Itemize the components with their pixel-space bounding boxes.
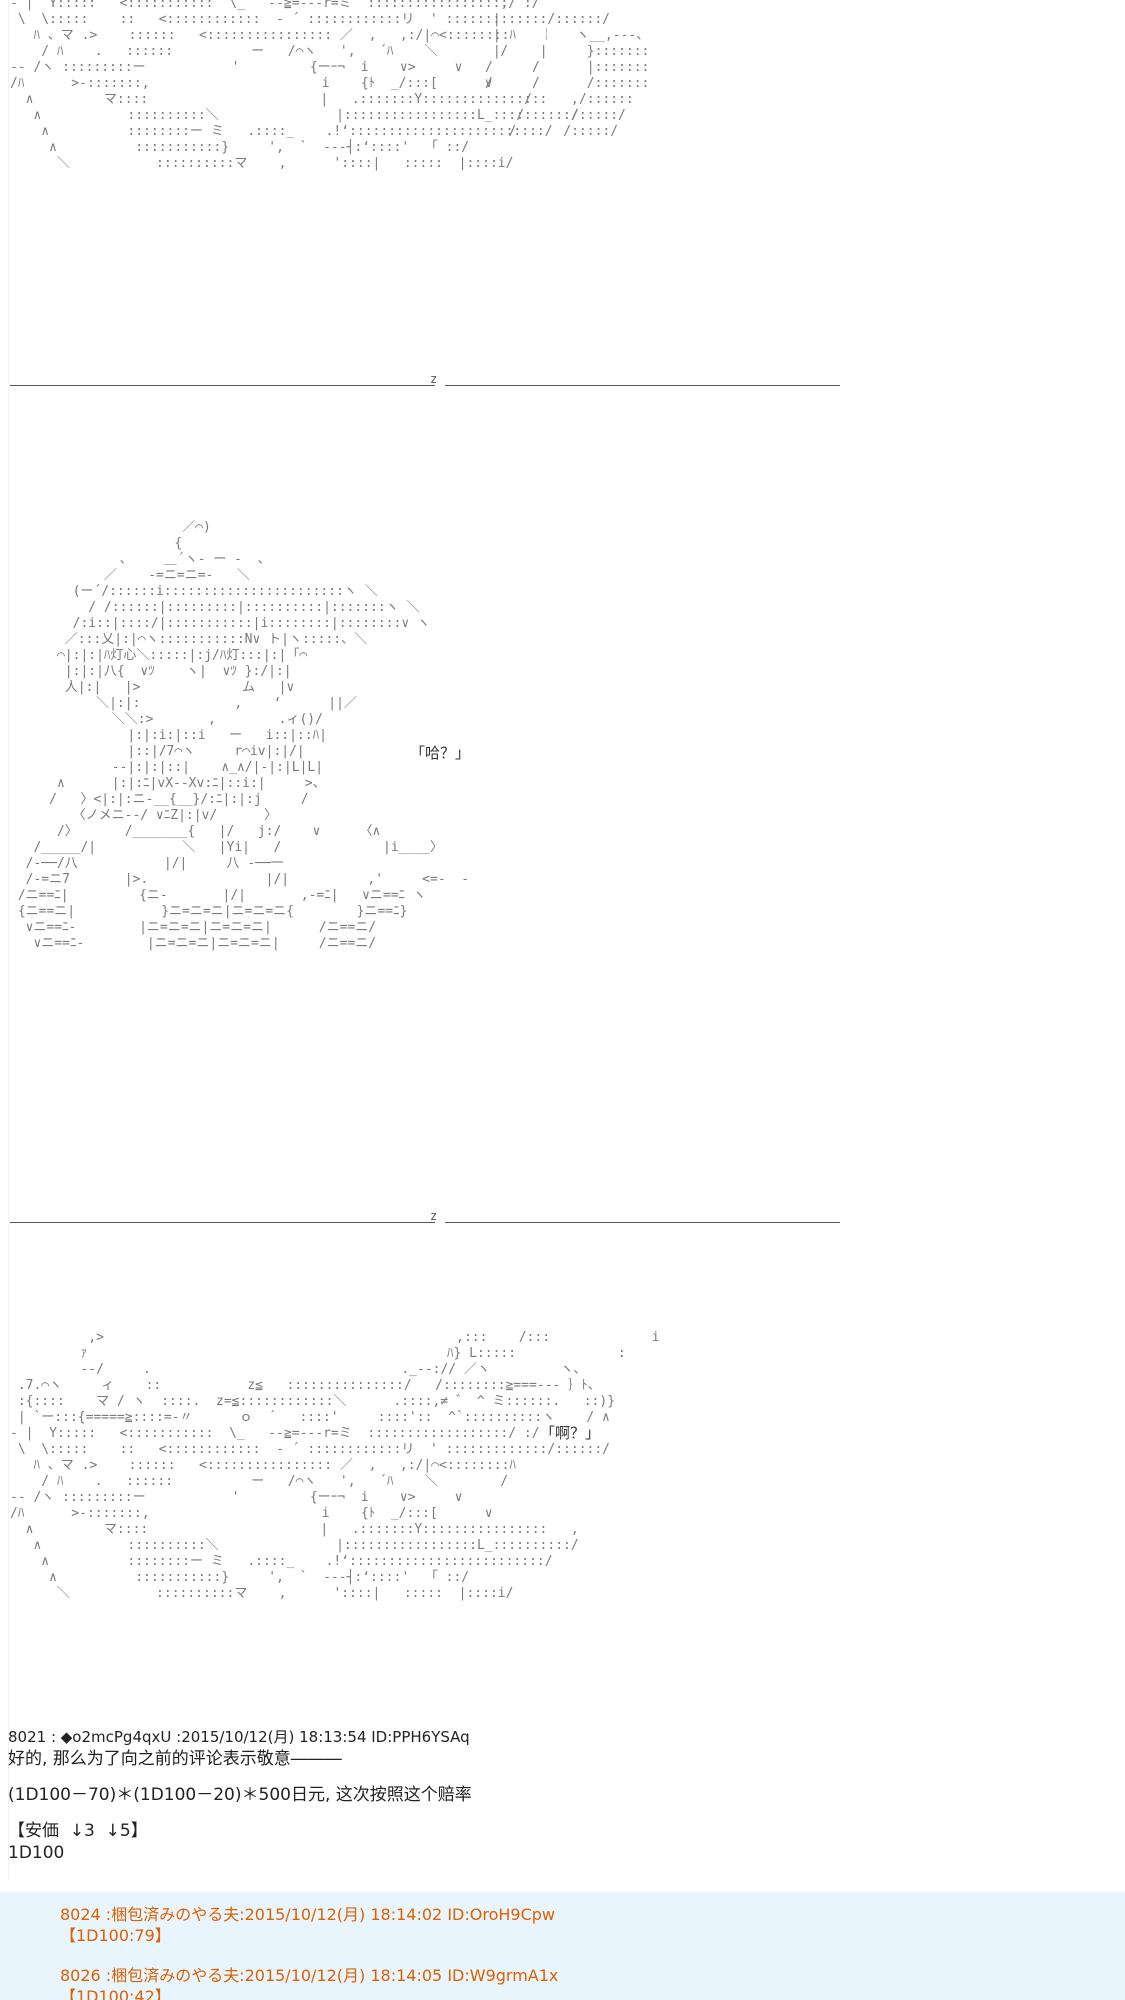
aa-panel-1-line: ∧ :::::::::::} ', ` ---┤:‘::::' 「 ::/	[10, 140, 470, 155]
aa-panel-2-line: ＼＼:> , .ィ()/	[10, 712, 323, 727]
aa-panel-3-line: ｧ ﾊ} L::::: :	[10, 1346, 626, 1361]
separator-mark-2: z	[430, 1209, 438, 1223]
aa-panel-1-right-line: / / |:::::::	[485, 60, 650, 75]
separator-left-2	[10, 1222, 435, 1223]
aa-panel-1-line: ﾊ 、マ .> :::::: <:::::::::::::::: ／ , ,:/…	[10, 28, 516, 43]
aa-panel-2-line: (ー´/::::::i:::::::::::::::::::::::ヽ ＼	[10, 584, 378, 599]
ascii-art-panel-1: - | Y::::: <::::::::::: \_ -‐≧=---r=ミ ::…	[10, 0, 610, 172]
separator-right-2	[445, 1222, 840, 1223]
aa-panel-2-line: 、 ＿´ヽ‐ ー ‐ 、	[10, 552, 271, 567]
aa-panel-3-line: .7.⌒ヽ ィ :: z≦ :::::::::::::::/ /::::::::…	[10, 1378, 601, 1393]
aa-panel-2-line: |:|:|八{ ∨ﾂ ヽ| ∨ﾂ }:/|:|	[10, 664, 292, 679]
separator-right	[445, 385, 840, 386]
aa-panel-2-line: ／⌒)	[10, 520, 211, 535]
post-body: 8021 : ◆o2mcPg4qxU :2015/10/12(月) 18:13:…	[8, 1726, 1118, 1864]
aa-panel-3-line: :{:::: マ / ヽ ::::. z=≦::::::::::::＼ .:::…	[10, 1394, 616, 1409]
aa-panel-1-right-line: / /::::::	[485, 92, 634, 107]
aa-panel-2-line: / 〉<|:|:ニ-__{__}/:ﾆ|:|:j /	[10, 792, 309, 807]
aa-panel-2-line: /-=ニ7 |>. |/| ,' <=- ‐	[10, 872, 470, 887]
post-line-3: 【安価 ↓3 ↓5】	[8, 1821, 148, 1841]
aa-panel-1-right-line: ,	[485, 0, 509, 11]
aa-panel-1-line: -‐ /ヽ :::::::::ー ' {ーｰ¬ i ∨> ∨	[10, 60, 463, 75]
aa-panel-1-line: /ﾊ >‐:::::::, i {ﾄ _/:::[ ∨	[10, 76, 493, 91]
aa-panel-3-line: \ \::::: :: <:::::::::::: - ´ ::::::::::…	[10, 1442, 610, 1457]
aa-panel-1-right-line: | | }:::::::	[485, 44, 650, 59]
aa-panel-3-line: | `ー:::{=====≧::::=‐〃 ｏ ´ ::::' ::::':: …	[10, 1410, 610, 1425]
aa-panel-3-line: ∧ :::::::::::} ', ` ---┤:‘::::' 「 ::/	[10, 1570, 470, 1585]
ascii-art-panel-2: ／⌒) { 、 ＿´ヽ‐ ー ‐ 、 ／ ‐=ニ=ニ=‐ ＼ (ー´/:::::…	[10, 520, 469, 952]
aa-panel-1-line: ∧ マ:::: | .:::::::Y:::::::::::::::: ,	[10, 92, 579, 107]
aa-panel-1-right-line: / / /:::::::	[485, 76, 650, 91]
speech-bubble-1: 「哈？」	[410, 744, 471, 762]
aa-panel-2-line: |::|/7⌒ヽ r⌒iv|:|/|	[10, 744, 305, 759]
aa-panel-2-line: -‐|:|:|::| ∧_∧/|-|:|L|L|	[10, 760, 324, 775]
aa-panel-2-line: |:|:i:|::i ー i::|::ﾊ|	[10, 728, 327, 743]
ascii-art-panel-3: ,> ,::: /::: i ｧ ﾊ} L::::: : -‐/ .	[10, 1330, 660, 1602]
aa-panel-1-line: / ﾊ . :::::: ー /⌒ヽ ', ´ﾊ ＼ /	[10, 44, 509, 59]
aa-panel-1-right-line: | ￤ ヽ__,-‐-、	[485, 28, 650, 43]
aa-panel-2-line: ∧ |:|:ﾆ|vX--Xv:ﾆ|::i:| >、	[10, 776, 326, 791]
aa-panel-2-line: ／ ‐=ニ=ニ=‐ ＼	[10, 568, 250, 583]
aa-panel-1-right-line: |	[485, 12, 501, 27]
aa-panel-3-line: ∧ ::::::::::＼ |:::::::::::::::::L_::::::…	[10, 1538, 579, 1553]
aa-panel-3-line: ＼ ::::::::::マ , '::::| ::::: |::::i/	[10, 1586, 514, 1601]
post-line-1: 好的, 那么为了向之前的评论表示敬意―――	[8, 1749, 342, 1769]
aa-panel-3-line: -‐/ . ._--:// ／ヽ ヽ、	[10, 1362, 587, 1377]
aa-panel-3-line: - | Y::::: <::::::::::: \_ -‐≧=---r=ミ ::…	[10, 1426, 540, 1441]
aa-panel-1-line: ＼ ::::::::::マ , '::::| ::::: |::::i/	[10, 156, 514, 171]
reply-2-body: 【1D100:42】	[60, 1987, 171, 2000]
aa-panel-1-line: ∧ ::::::::ー ミ .::::_ .!‘::::::::::::::::…	[10, 124, 553, 139]
aa-panel-2-line: /‐──/八 |/| 八 ‐──一	[10, 856, 284, 871]
aa-panel-1-right-line: / /:::::/	[485, 124, 619, 139]
aa-panel-1-line: \ \::::: :: <:::::::::::: - ´ ::::::::::…	[10, 12, 610, 27]
aa-panel-2-line: /〉 /_______{ |/ j:/ ∨ 〈∧	[10, 824, 381, 839]
separator-left	[10, 385, 435, 386]
ascii-art-panel-1-right: , | | ￤ ヽ__,-‐-、 | | }:::::::/ / |::::::…	[485, 0, 649, 140]
post-spacer-2	[8, 1806, 1118, 1820]
aa-panel-3-line: ∧ マ:::: | .:::::::Y:::::::::::::::: ,	[10, 1522, 579, 1537]
aa-panel-3-line: ∧ ::::::::ー ミ .::::_ .!‘::::::::::::::::…	[10, 1554, 553, 1569]
reply-1-header: 8024 :梱包済みのやる夫:2015/10/12(月) 18:14:02 ID…	[60, 1905, 555, 1924]
aa-panel-2-line: ＼|:|: , ‘ ||／	[10, 696, 357, 711]
aa-panel-2-line: / /::::::|:::::::::|::::::::::|:::::::ヽ …	[10, 600, 420, 615]
aa-panel-2-line: ∨ニ==ﾆ- |ニ=ニ=ニ|ニ=ニ=ニ| /ニ==ニ/	[10, 936, 377, 951]
aa-panel-1-line: - | Y::::: <::::::::::: \_ -‐≧=---r=ミ ::…	[10, 0, 540, 11]
aa-panel-1-right-line: / /:::::/	[485, 108, 626, 123]
reply-section	[0, 1892, 1125, 2000]
aa-panel-3-line: -‐ /ヽ :::::::::ー ' {ーｰ¬ i ∨> ∨	[10, 1490, 463, 1505]
post-line-2: (1D100－70)＊(1D100－20)＊500日元, 这次按照这个赔率	[8, 1785, 472, 1805]
post-line-4: 1D100	[8, 1843, 65, 1863]
reply-1-body: 【1D100:79】	[60, 1926, 171, 1945]
aa-panel-3-line: ,> ,::: /::: i	[10, 1330, 660, 1345]
aa-panel-2-line: ⌒|:|:|ﾊ灯心＼:::::|:j/ﾊ灯:::|:|「⌒	[10, 648, 308, 663]
aa-panel-3-line: /ﾊ >‐:::::::, i {ﾄ _/:::[ ∨	[10, 1506, 493, 1521]
aa-panel-1-line: ∧ ::::::::::＼ |:::::::::::::::::L_::::::…	[10, 108, 579, 123]
aa-panel-2-line: {ニ==ニ| }ニ=ニ=ニ|ニ=ニ=ニ{ }ニ==ﾆ}	[10, 904, 408, 919]
aa-panel-2-line: {	[10, 536, 183, 551]
aa-panel-3-line: / ﾊ . :::::: ー /⌒ヽ ', ´ﾊ ＼ /	[10, 1474, 509, 1489]
aa-panel-2-line: /_____/| ＼ |Yi| / |i____〉	[10, 840, 443, 855]
aa-panel-2-line: 人|:| |> ム |∨	[10, 680, 295, 695]
aa-panel-2-line: 〈ノメニ-‐/ ∨ﾆZ|:|v/ 〉	[10, 808, 278, 823]
post-spacer	[8, 1770, 1118, 1784]
aa-panel-2-line: /:i::|::::/|:::::::::::|i::::::::|::::::…	[10, 616, 430, 631]
aa-panel-2-line: ∨ニ==ﾆ- |ニ=ニ=ニ|ニ=ニ=ニ| /ニ==ニ/	[10, 920, 377, 935]
aa-panel-2-line: /ニ==ﾆ| {ニ- |/| ,-=ﾆ| ∨ニ==ﾆ ヽ	[10, 888, 426, 903]
aa-panel-2-line: ／:::乂|:|⌒ヽ:::::::::::N∨ ト|ヽ:::::、＼	[10, 632, 368, 647]
post-header: 8021 : ◆o2mcPg4qxU :2015/10/12(月) 18:13:…	[8, 1728, 470, 1746]
left-margin-line	[8, 0, 9, 1880]
speech-bubble-2: 「啊？」	[540, 1424, 601, 1442]
aa-panel-3-line: ﾊ 、マ .> :::::: <:::::::::::::::: ／ , ,:/…	[10, 1458, 516, 1473]
separator-mark: z	[430, 372, 438, 386]
reply-2-header: 8026 :梱包済みのやる夫:2015/10/12(月) 18:14:05 ID…	[60, 1966, 559, 1985]
